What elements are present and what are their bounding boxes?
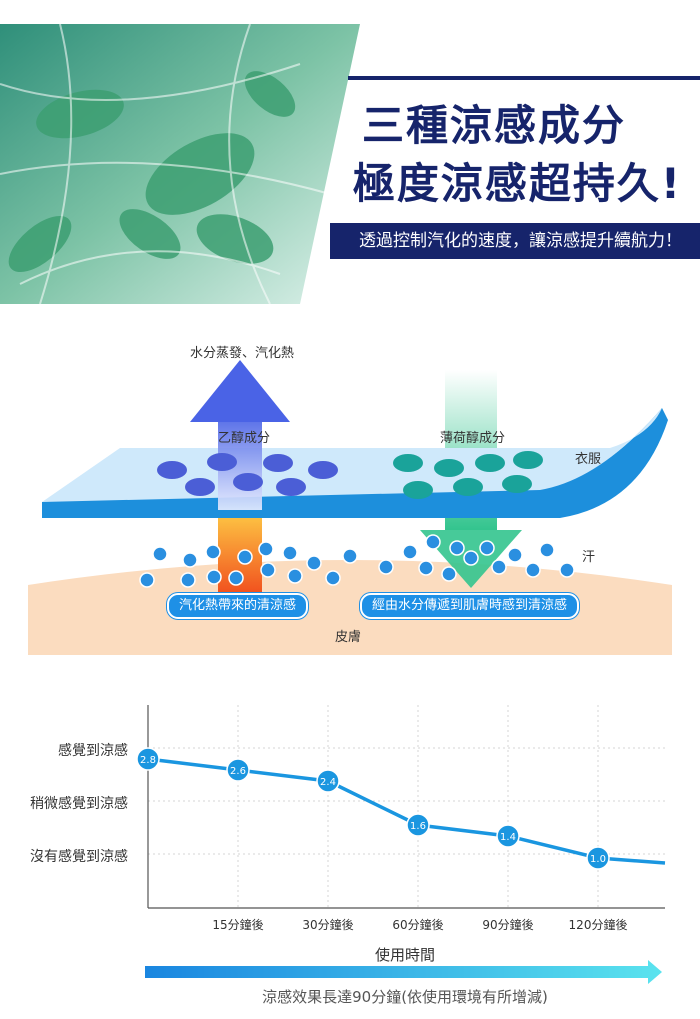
duration-arrow bbox=[145, 960, 662, 984]
headline-line-2: 極度涼感超持久! bbox=[352, 159, 682, 208]
evaporation-label: 水分蒸發、汽化熱 bbox=[190, 346, 295, 361]
chart-canvas: 2.8 2.6 2.4 1.6 1.4 1.0 bbox=[136, 705, 666, 984]
x-tick-30: 30分鐘後 bbox=[302, 918, 354, 932]
ethanol-label: 乙醇成分 bbox=[218, 431, 271, 446]
x-tick-90: 90分鐘後 bbox=[482, 918, 534, 932]
diagram-canvas bbox=[28, 360, 672, 655]
clothing-label: 衣服 bbox=[575, 452, 602, 467]
data-label: 2.6 bbox=[230, 766, 246, 777]
y-label-not-cool: 沒有感覺到涼感 bbox=[30, 849, 128, 865]
headline-line-1: 三種涼感成分 bbox=[361, 101, 626, 150]
data-point bbox=[406, 813, 430, 837]
data-label: 1.6 bbox=[410, 821, 426, 832]
x-tick-60: 60分鐘後 bbox=[392, 918, 444, 932]
data-point bbox=[136, 747, 160, 771]
y-label-cool: 感覺到涼感 bbox=[58, 743, 128, 759]
menthol-label: 薄荷醇成分 bbox=[440, 431, 506, 446]
sweat-droplets bbox=[139, 534, 575, 588]
skin-label: 皮膚 bbox=[335, 630, 362, 645]
sweat-label: 汗 bbox=[582, 550, 596, 565]
x-tick-120: 120分鐘後 bbox=[568, 918, 628, 932]
x-axis-label: 使用時間 bbox=[374, 946, 436, 964]
menthol-molecules bbox=[393, 451, 543, 499]
data-label: 1.4 bbox=[500, 832, 516, 843]
y-label-slightly-cool: 稍微感覺到涼感 bbox=[30, 796, 128, 812]
ethanol-molecules bbox=[157, 453, 338, 496]
data-point bbox=[496, 824, 520, 848]
data-label: 2.4 bbox=[320, 777, 336, 788]
chart-footnote: 涼感效果長達90分鐘(依使用環境有所增減) bbox=[262, 988, 548, 1006]
series-line bbox=[147, 757, 666, 865]
mint-leaves-photo bbox=[0, 24, 360, 304]
cooling-duration-chart: 2.8 2.6 2.4 1.6 1.4 1.0 感覺到涼感 稍微感覺到涼感 沒有感覺到涼感… bbox=[0, 700, 700, 1019]
data-point bbox=[316, 769, 340, 793]
hero-banner: 三種涼感成分 極度涼感超持久! 透過控制汽化的速度，讓涼感提升續航力！ bbox=[0, 0, 700, 310]
x-tick-15: 15分鐘後 bbox=[212, 918, 264, 932]
tagline-banner: 透過控制汽化的速度，讓涼感提升續航力！ bbox=[330, 223, 700, 259]
header-rule bbox=[348, 76, 700, 80]
vaporization-cooling-pill: 汽化熱帶來的清涼感 bbox=[167, 593, 309, 619]
data-point bbox=[226, 758, 250, 782]
data-label: 1.0 bbox=[590, 854, 606, 865]
cooling-diagram: 水分蒸發、汽化熱 乙醇成分 薄荷醇成分 衣服 汗 汽化熱帶來的清涼感 經由水分傳… bbox=[0, 330, 700, 660]
data-point bbox=[586, 846, 610, 870]
ethanol-arrow-head bbox=[190, 360, 290, 422]
data-label: 2.8 bbox=[140, 755, 156, 766]
moisture-transfer-pill: 經由水分傳遞到肌膚時感到清涼感 bbox=[360, 593, 580, 619]
